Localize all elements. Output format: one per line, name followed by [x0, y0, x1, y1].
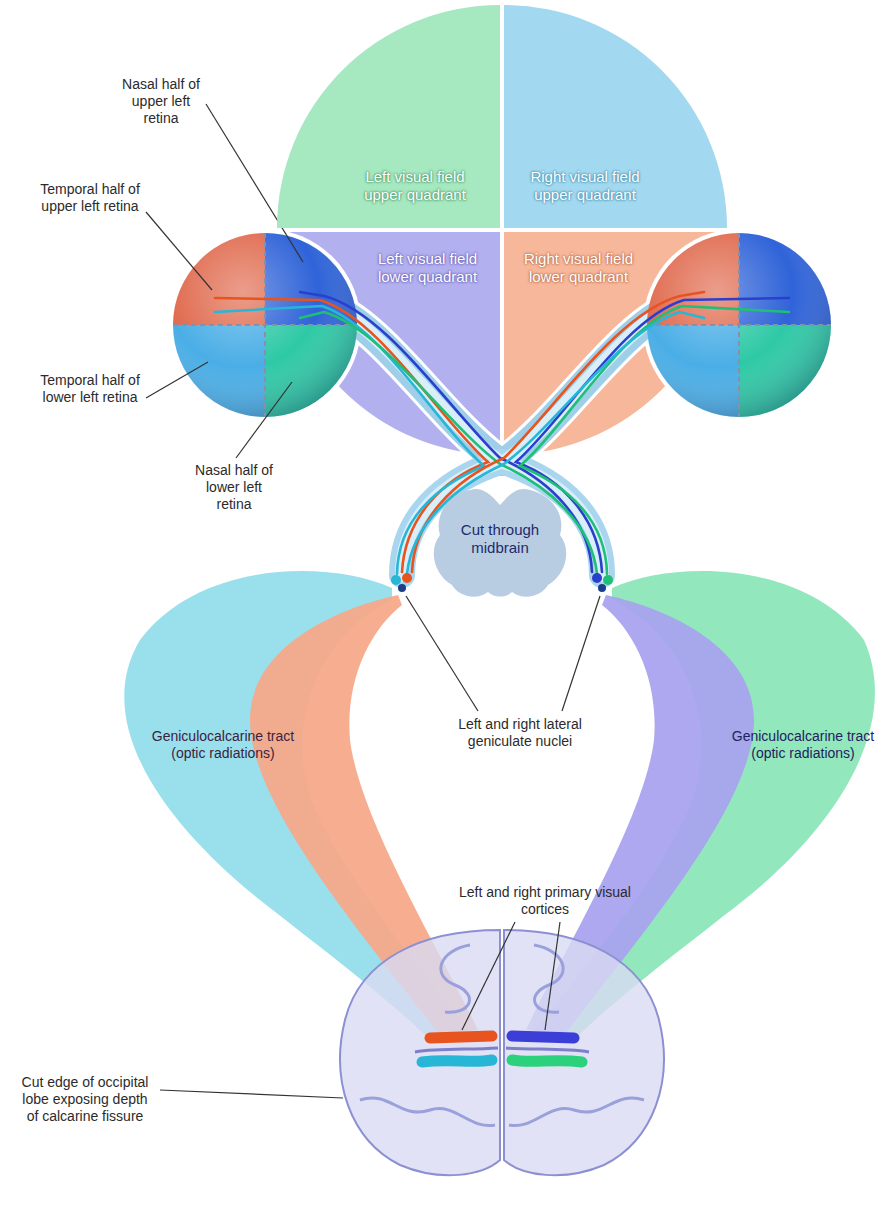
optic-fibers: [215, 292, 789, 574]
lgn-dot: [391, 575, 401, 585]
midbrain-section-fill: [434, 489, 566, 597]
lgn-dot: [598, 584, 606, 592]
midbrain-section: Cut through midbrain: [426, 484, 574, 604]
part-label: Temporal half of upper left retina: [40, 181, 140, 215]
visual-field-quadrant-fill: [277, 5, 500, 228]
lgn-dot: [592, 573, 602, 583]
visual-field-quadrant: Left visual field upper quadrant: [277, 5, 500, 228]
part-label: Geniculocalcarine tract (optic radiation…: [720, 728, 886, 762]
node-text: Cut through midbrain: [446, 521, 554, 557]
leader-line: [462, 922, 515, 1030]
leader-line: [236, 382, 292, 458]
occipital-lobes: [340, 930, 664, 1175]
visual-field-quadrant: Left visual field lower quadrant: [277, 232, 500, 455]
left-occipital-lobe: [340, 930, 500, 1175]
lgn-dot: [398, 584, 406, 592]
lgn-dot: [402, 573, 412, 583]
visual-field-quadrant-fill: [504, 232, 727, 455]
leader-line: [545, 922, 560, 1030]
part-label: Left and right primary visual cortices: [440, 884, 650, 918]
part-label: Nasal half of lower left retina: [192, 462, 276, 512]
part-label: Temporal half of lower left retina: [40, 372, 140, 406]
leader-line: [146, 362, 208, 398]
gyrus-outline: [360, 1098, 495, 1126]
node-text: Left visual field upper quadrant: [345, 168, 485, 204]
part-label: Nasal half of upper left retina: [120, 76, 202, 126]
lgn-dot: [603, 575, 613, 585]
visual-field-quadrant-fill: [277, 232, 500, 455]
part-label: Geniculocalcarine tract (optic radiation…: [135, 728, 311, 762]
calcarine-fissure: [506, 1048, 589, 1052]
part-label: Cut edge of occipital lobe exposing dept…: [15, 1074, 155, 1124]
gyrus-outline: [509, 1098, 644, 1126]
calcarine-fissure: [415, 1048, 498, 1052]
leader-line: [406, 596, 478, 711]
leader-line: [146, 212, 212, 290]
node-text: Right visual field lower quadrant: [516, 250, 641, 286]
gyrus-outline: [441, 945, 470, 1012]
right-cortex-lower-band: [512, 1060, 582, 1062]
left-cortex-upper-band: [430, 1036, 492, 1038]
visual-field-quadrant: Right visual field lower quadrant: [504, 232, 727, 455]
visual-field-quadrant: Right visual field upper quadrant: [504, 5, 727, 228]
left-cortex-lower-band: [422, 1060, 492, 1062]
right-cortex-upper-band: [512, 1036, 574, 1038]
visual-field-quadrant-fill: [504, 5, 727, 228]
leader-line: [160, 1090, 343, 1098]
leader-line: [562, 596, 600, 711]
node-text: Left visual field lower quadrant: [365, 250, 490, 286]
part-label: Left and right lateral geniculate nuclei: [430, 716, 610, 750]
node-text: Right visual field upper quadrant: [515, 168, 655, 204]
right-occipital-lobe: [504, 930, 664, 1175]
